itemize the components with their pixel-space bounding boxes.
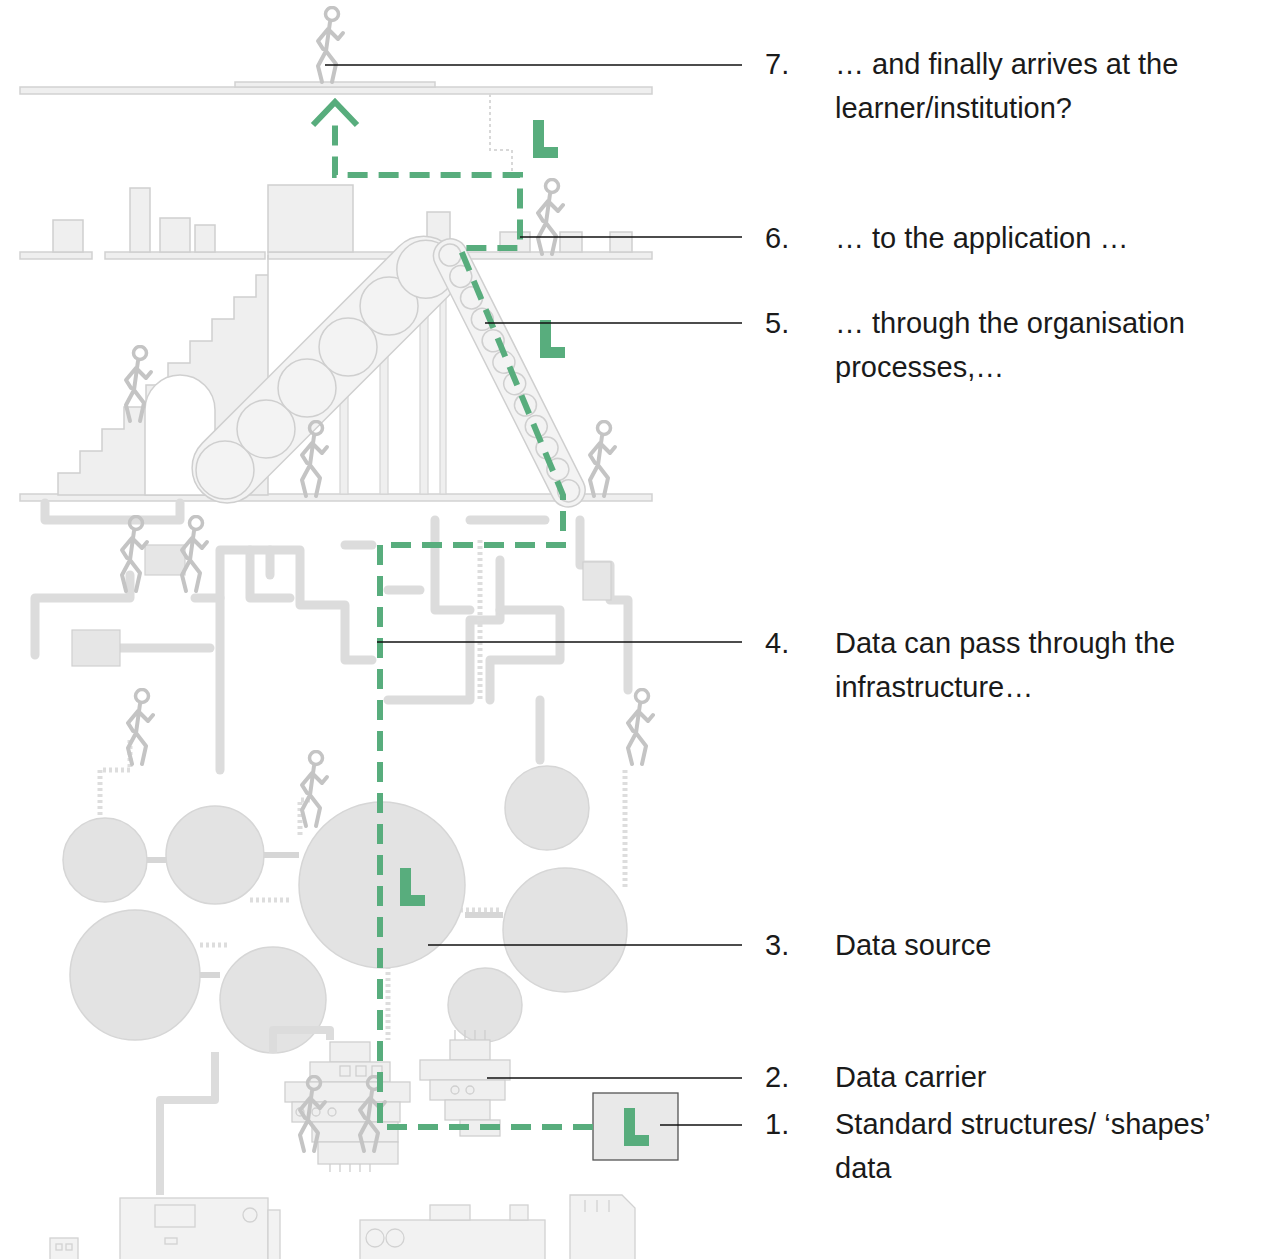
data-path-arrowhead bbox=[313, 102, 357, 125]
conveyor bbox=[178, 222, 474, 518]
data-carrier bbox=[420, 1030, 510, 1136]
data-sources bbox=[63, 766, 627, 1053]
dotted-wire bbox=[490, 94, 512, 180]
callout-number: 6. bbox=[765, 216, 829, 260]
callout-text: … to the application … bbox=[835, 216, 1263, 260]
callout-text: … through the organisation processes,… bbox=[835, 301, 1263, 389]
callout-text: … and finally arrives at the learner/ins… bbox=[835, 42, 1263, 130]
standard-box bbox=[593, 1093, 678, 1160]
pipes-lower bbox=[160, 1030, 330, 1195]
data-carrier-stack bbox=[285, 1042, 410, 1172]
callout-number: 3. bbox=[765, 923, 829, 967]
callout-text: Standard structures/ ‘shapes’ data bbox=[835, 1102, 1263, 1190]
callout-text: Data source bbox=[835, 923, 1263, 967]
machines bbox=[50, 1195, 635, 1259]
callout-number: 7. bbox=[765, 42, 829, 86]
callout-text: Data can pass through the infrastructure… bbox=[835, 621, 1263, 709]
pipe-boxes bbox=[72, 545, 611, 666]
callout-text: Data carrier bbox=[835, 1055, 1263, 1099]
data-path bbox=[335, 118, 593, 1127]
data-shapes bbox=[400, 120, 649, 1146]
pipes bbox=[35, 503, 628, 770]
callout-number: 1. bbox=[765, 1102, 829, 1146]
callout-number: 4. bbox=[765, 621, 829, 665]
people bbox=[122, 8, 653, 1152]
callout-number: 5. bbox=[765, 301, 829, 345]
leader-lines bbox=[325, 65, 742, 1125]
callout-number: 2. bbox=[765, 1055, 829, 1099]
